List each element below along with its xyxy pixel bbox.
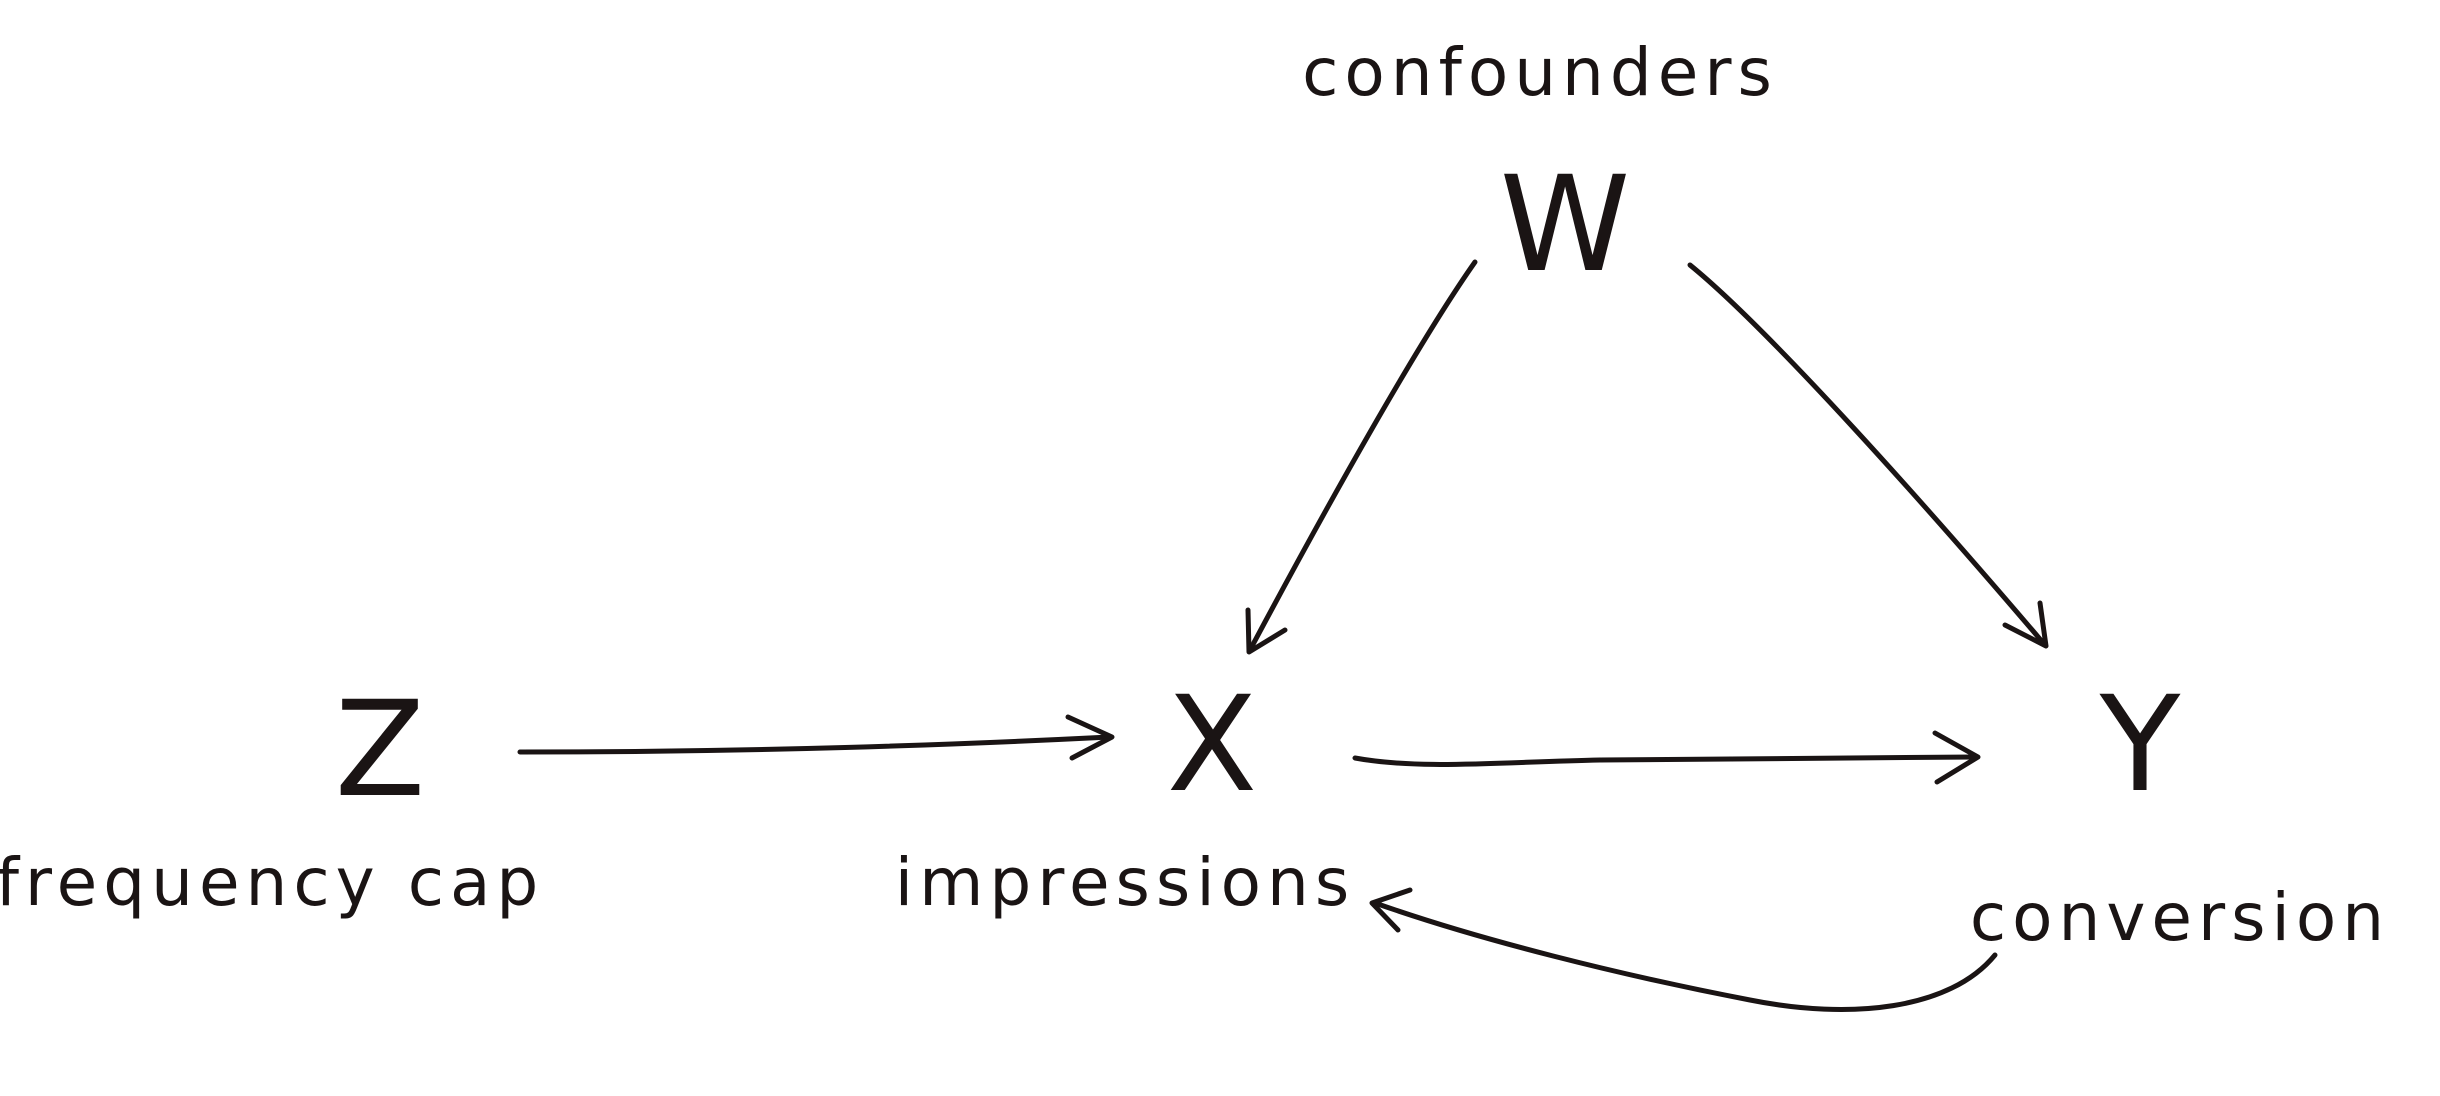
node-x: X impressions (895, 668, 1356, 921)
node-w-label: confounders (1302, 34, 1778, 111)
edge-w-to-y (1687, 262, 2049, 649)
edge-z-to-x (517, 714, 1115, 761)
edge-z-to-x-arrowhead (1065, 714, 1115, 761)
node-w: confounders W (1302, 34, 1778, 302)
edge-w-to-y-arrowhead (2002, 600, 2049, 649)
node-x-label: impressions (895, 844, 1356, 921)
node-x-letter: X (1167, 668, 1257, 822)
edge-w-to-x (1245, 259, 1478, 655)
node-z-label: frequency cap (0, 844, 544, 921)
node-z: Z frequency cap (0, 673, 544, 921)
edge-y-to-x-arrowhead (1369, 887, 1413, 933)
node-y-letter: Y (2099, 668, 2181, 822)
edge-y-to-x (1369, 887, 1998, 1012)
node-y: Y conversion (1970, 668, 2390, 956)
node-w-letter: W (1500, 148, 1631, 302)
edge-x-to-y (1352, 730, 1981, 785)
edge-w-to-x-arrowhead (1245, 607, 1288, 655)
node-z-letter: Z (335, 673, 425, 827)
edge-x-to-y-arrowhead (1932, 730, 1981, 785)
node-y-label: conversion (1970, 879, 2390, 956)
